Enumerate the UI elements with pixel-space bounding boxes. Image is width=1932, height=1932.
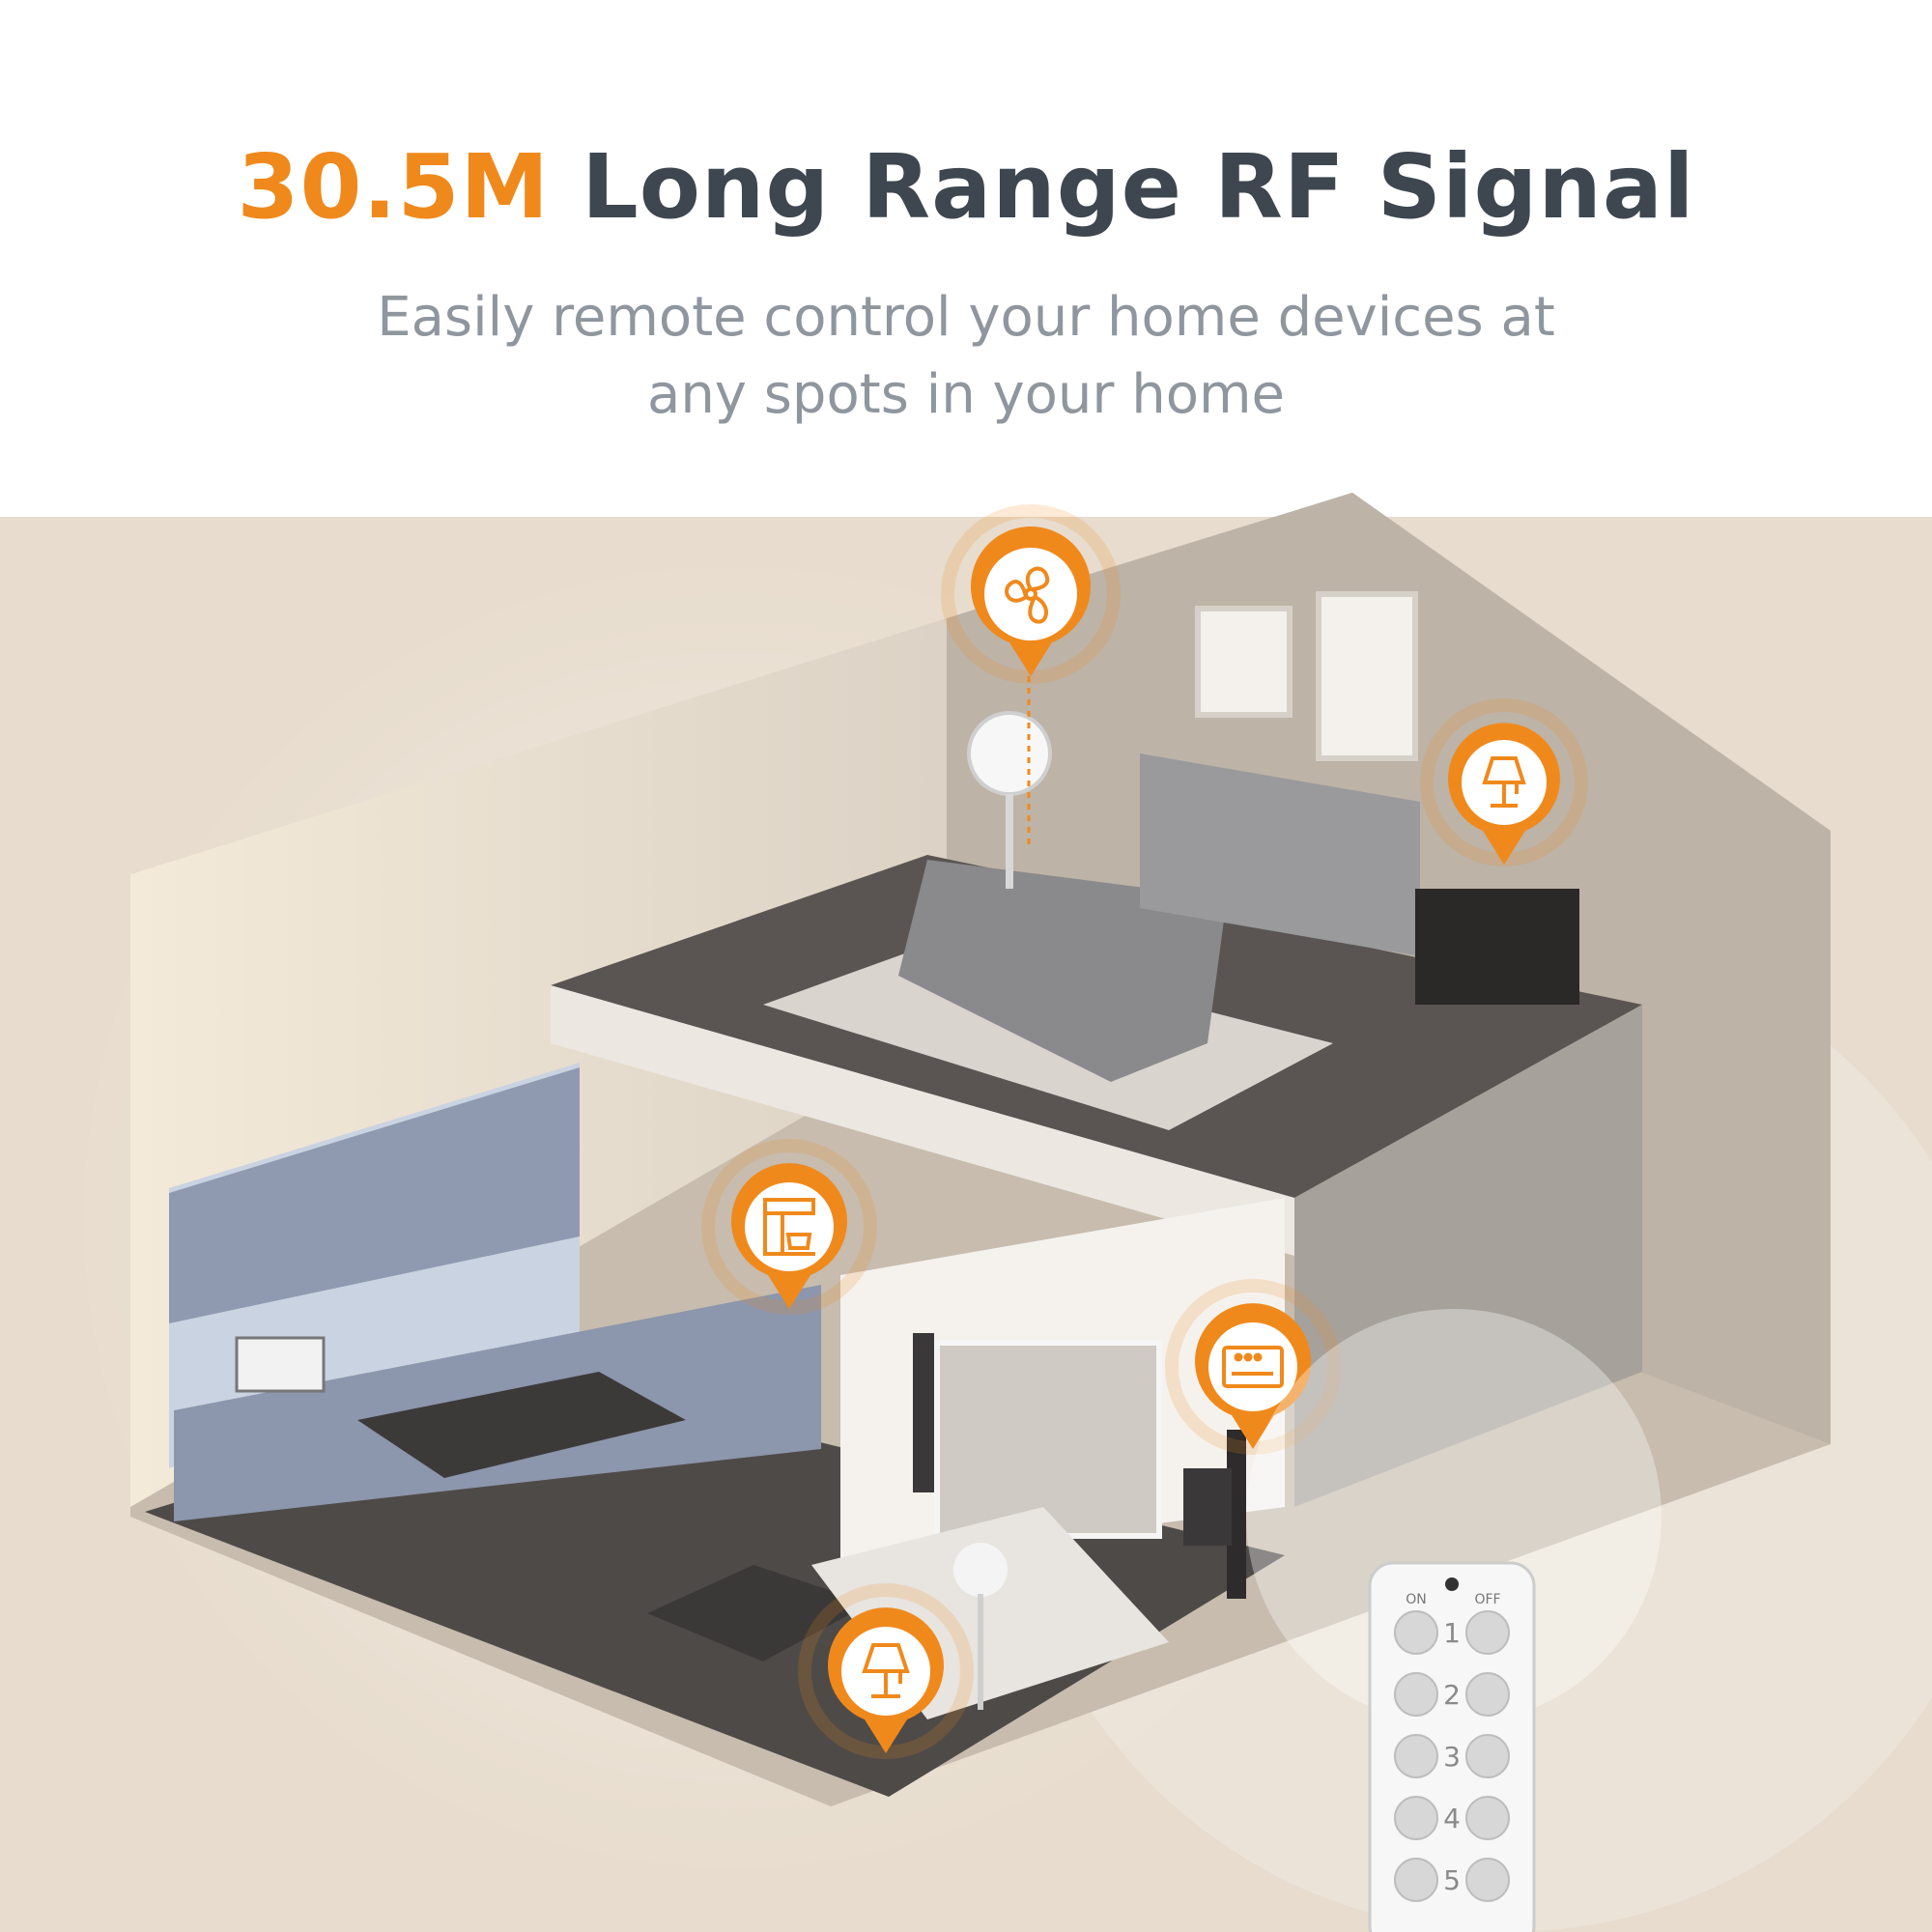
fan-icon — [1005, 566, 1050, 624]
channel-number: 2 — [1443, 1679, 1461, 1711]
standing-fan — [967, 711, 1052, 796]
audio-receiver-icon — [1222, 1346, 1284, 1388]
kitchen-cabinets-upper — [169, 1067, 580, 1323]
off-label: OFF — [1474, 1592, 1500, 1607]
bed-headboard — [1140, 753, 1420, 956]
remote-body — [1368, 1561, 1536, 1932]
nightstand — [1415, 889, 1579, 1005]
subtitle-line-2: any spots in your home — [647, 363, 1285, 426]
fan-pin — [941, 504, 1121, 684]
on-button-5[interactable] — [1394, 1858, 1438, 1902]
dining-table — [357, 1372, 686, 1478]
subtitle-line-1: Easily remote control your home devices … — [377, 286, 1555, 349]
receiver-pin — [1165, 1279, 1341, 1455]
headline-text: Long Range RF Signal — [582, 135, 1695, 239]
table-lamp-icon — [862, 1643, 910, 1698]
coffee-machine-icon — [763, 1198, 815, 1256]
channel-number: 3 — [1443, 1741, 1461, 1773]
on-button-2[interactable] — [1394, 1672, 1438, 1717]
channel-number: 5 — [1443, 1864, 1461, 1896]
floor-lamp — [953, 1543, 1008, 1597]
channel-number: 4 — [1443, 1803, 1461, 1834]
on-label: ON — [1406, 1592, 1427, 1607]
rf-remote: ON OFF 1 2 3 4 5 — [1368, 1561, 1536, 1932]
bedroom-lamp-pin — [1420, 698, 1588, 867]
microwave — [235, 1336, 326, 1393]
table-lamp-icon — [1482, 756, 1526, 808]
on-button-4[interactable] — [1394, 1796, 1438, 1840]
off-button-2[interactable] — [1465, 1672, 1510, 1717]
remote-led — [1445, 1577, 1459, 1591]
remote-signal-halo — [1246, 1309, 1662, 1724]
wall-art — [1316, 591, 1418, 761]
headline: 30.5M Long Range RF Signal — [0, 135, 1932, 239]
on-button-1[interactable] — [1394, 1610, 1438, 1655]
coffee-pin — [701, 1139, 877, 1315]
off-button-1[interactable] — [1465, 1610, 1510, 1655]
off-button-5[interactable] — [1465, 1858, 1510, 1902]
headline-range: 30.5M — [237, 135, 551, 239]
living-lamp-pin — [798, 1583, 974, 1759]
off-button-3[interactable] — [1465, 1734, 1510, 1778]
bed — [898, 860, 1227, 1082]
on-button-3[interactable] — [1394, 1734, 1438, 1778]
channel-number: 1 — [1443, 1617, 1461, 1649]
speaker — [1183, 1468, 1232, 1546]
right-inner-wall — [1294, 1005, 1642, 1507]
off-button-4[interactable] — [1465, 1796, 1510, 1840]
sofa — [647, 1565, 869, 1662]
speaker — [913, 1333, 934, 1492]
wall-art — [1195, 606, 1293, 718]
floor-edge — [551, 985, 1294, 1256]
record-shelf — [934, 1340, 1162, 1539]
